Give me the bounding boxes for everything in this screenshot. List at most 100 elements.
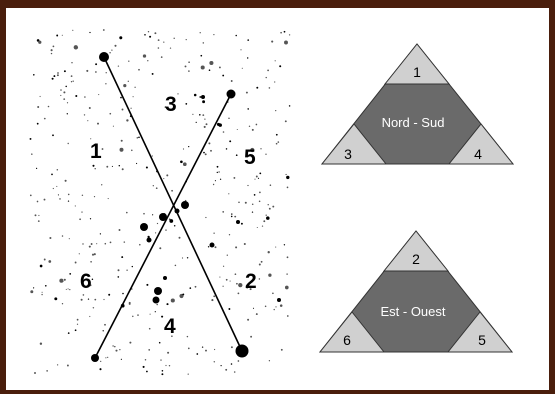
region-label-1: 1 [90, 140, 102, 163]
star-dot [105, 83, 106, 84]
star-dot [247, 57, 248, 58]
star-dot [208, 142, 210, 144]
bright-star [159, 213, 167, 221]
star-dot [126, 212, 128, 214]
star-dot [157, 223, 158, 224]
bright-star [201, 95, 205, 99]
triangle-apex-label: 2 [412, 251, 420, 267]
star-dot [223, 131, 225, 133]
star-dot [75, 205, 76, 206]
star-dot [196, 353, 198, 355]
star-dot [286, 273, 287, 274]
star-dot [121, 140, 123, 142]
star-dot [95, 71, 97, 73]
star-dot [220, 179, 221, 180]
star-dot [94, 168, 95, 169]
star-dot [213, 233, 214, 234]
star-dot [284, 244, 285, 245]
star-dot [132, 316, 133, 317]
star-dot [40, 96, 41, 97]
star-dot [109, 52, 110, 53]
star-dot [33, 287, 34, 288]
star-dot [119, 165, 120, 166]
star-dot [89, 316, 90, 317]
star-dot [89, 107, 91, 109]
star-dot [57, 364, 58, 365]
star-dot [267, 70, 269, 72]
star-dot [217, 166, 219, 168]
star-dot [152, 155, 153, 156]
star-dot [274, 81, 275, 82]
star-dot [86, 70, 88, 72]
star-dot [126, 119, 128, 121]
star-dot [213, 34, 214, 35]
star-dot [209, 69, 211, 71]
star-dot [161, 56, 163, 58]
star-dot [210, 150, 212, 152]
star-dot [136, 163, 137, 164]
star-dot [143, 366, 145, 368]
star-dot [134, 87, 135, 88]
star-dot [185, 65, 187, 67]
star-dot [96, 243, 97, 244]
star-dot [254, 194, 256, 196]
star-dot [59, 279, 63, 283]
star-dot [226, 279, 228, 281]
star-dot [59, 198, 61, 200]
star-dot [269, 87, 271, 89]
star-dot [285, 174, 286, 175]
star-dot [153, 185, 154, 186]
star-dot [262, 225, 263, 226]
star-dot [124, 241, 125, 242]
star-dot [188, 146, 189, 147]
star-dot [149, 36, 151, 38]
star-dot [275, 60, 276, 61]
star-dot [100, 361, 101, 362]
star-dot [158, 39, 160, 41]
star-dot [250, 336, 252, 338]
star-dot [256, 313, 258, 315]
endpoint-top-left [99, 52, 109, 62]
star-dot [275, 306, 276, 307]
star-dot [119, 229, 121, 231]
triangle-left-label: 6 [343, 332, 351, 348]
star-dot [137, 314, 139, 316]
star-dot [256, 87, 258, 89]
star-dot [173, 38, 174, 39]
star-dot [238, 202, 240, 204]
star-dot [163, 178, 164, 179]
star-dot [65, 180, 67, 182]
star-dot [93, 307, 94, 308]
star-dot [161, 373, 163, 375]
star-dot [246, 92, 248, 94]
star-dot [259, 263, 261, 265]
star-dot [266, 77, 267, 78]
star-dot [30, 195, 32, 197]
star-dot [82, 195, 83, 196]
star-dot [221, 365, 222, 366]
star-dot [225, 369, 227, 371]
star-dot [94, 253, 96, 255]
star-dot [109, 113, 111, 115]
star-dot [45, 285, 47, 287]
star-dot [51, 53, 52, 54]
star-dot [117, 276, 119, 278]
star-dot [57, 74, 59, 76]
star-dot [235, 246, 237, 248]
star-dot [118, 269, 120, 271]
star-dot [166, 303, 168, 305]
star-dot [249, 126, 250, 127]
triangle-title: Est - Ouest [380, 304, 445, 319]
star-dot [223, 266, 224, 267]
star-dot [115, 350, 117, 352]
star-dot [104, 324, 106, 326]
region-label-3: 3 [165, 93, 177, 116]
star-dot [188, 70, 190, 72]
star-dot [252, 129, 254, 131]
star-dot [205, 153, 207, 155]
star-dot [66, 289, 67, 290]
star-dot [252, 211, 253, 212]
star-dot [159, 342, 161, 344]
star-dot [180, 160, 183, 163]
bright-star [210, 243, 215, 248]
